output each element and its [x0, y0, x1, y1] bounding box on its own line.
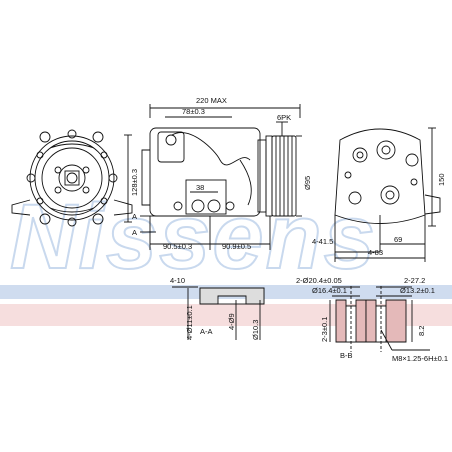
- section-mark-a-top: A: [132, 212, 137, 221]
- bb-dim-8-2: 8.2: [417, 326, 426, 336]
- end-view: [334, 127, 441, 262]
- end-dim-41-5: 4-41.5: [312, 237, 333, 246]
- side-view: [140, 104, 302, 250]
- bb-dim-16-4: Ø16.4±0.1: [312, 286, 347, 295]
- aa-section-label: A-A: [200, 327, 213, 336]
- pulley-dia-label: Ø95: [303, 176, 312, 190]
- bb-thread-label: M8×1.25-6H±0.1: [392, 354, 448, 363]
- aa-dim-10-3: Ø10.3: [251, 320, 260, 340]
- end-height-label: 150: [437, 173, 446, 186]
- bb-section-label: B-B: [340, 351, 353, 360]
- front-height-label: 128±0.3: [130, 169, 139, 196]
- bb-dim-27-2: 2-27.2: [404, 276, 425, 285]
- port-spacing-label: 38: [196, 183, 204, 192]
- end-dim-83: 4-83: [368, 248, 383, 257]
- right-bottom-dim: 90.9±0.5: [222, 242, 251, 251]
- section-bb: [329, 286, 430, 352]
- end-width-69: 69: [394, 235, 402, 244]
- aa-dim-4-10: 4-10: [170, 276, 185, 285]
- bb-dim-13-2: Ø13.2±0.1: [400, 286, 435, 295]
- section-aa: [172, 286, 265, 340]
- section-mark-a-bottom: A: [132, 228, 137, 237]
- bb-dim-20-4: 2-Ø20.4±0.05: [296, 276, 342, 285]
- overall-length-label: 220 MAX: [196, 96, 227, 105]
- bb-dim-3: 2-3±0.1: [320, 317, 329, 342]
- watermark-text: Nissens: [10, 186, 377, 288]
- left-bottom-dim: 90.5±0.3: [163, 242, 192, 251]
- aa-dim-11: 4-Ø11±0.1: [185, 305, 194, 340]
- front-view: [11, 129, 133, 227]
- aa-dim-9: 4-Ø9: [227, 313, 236, 330]
- pulley-type-label: 6PK: [277, 113, 291, 122]
- top-dim-label: 78±0.3: [182, 107, 205, 116]
